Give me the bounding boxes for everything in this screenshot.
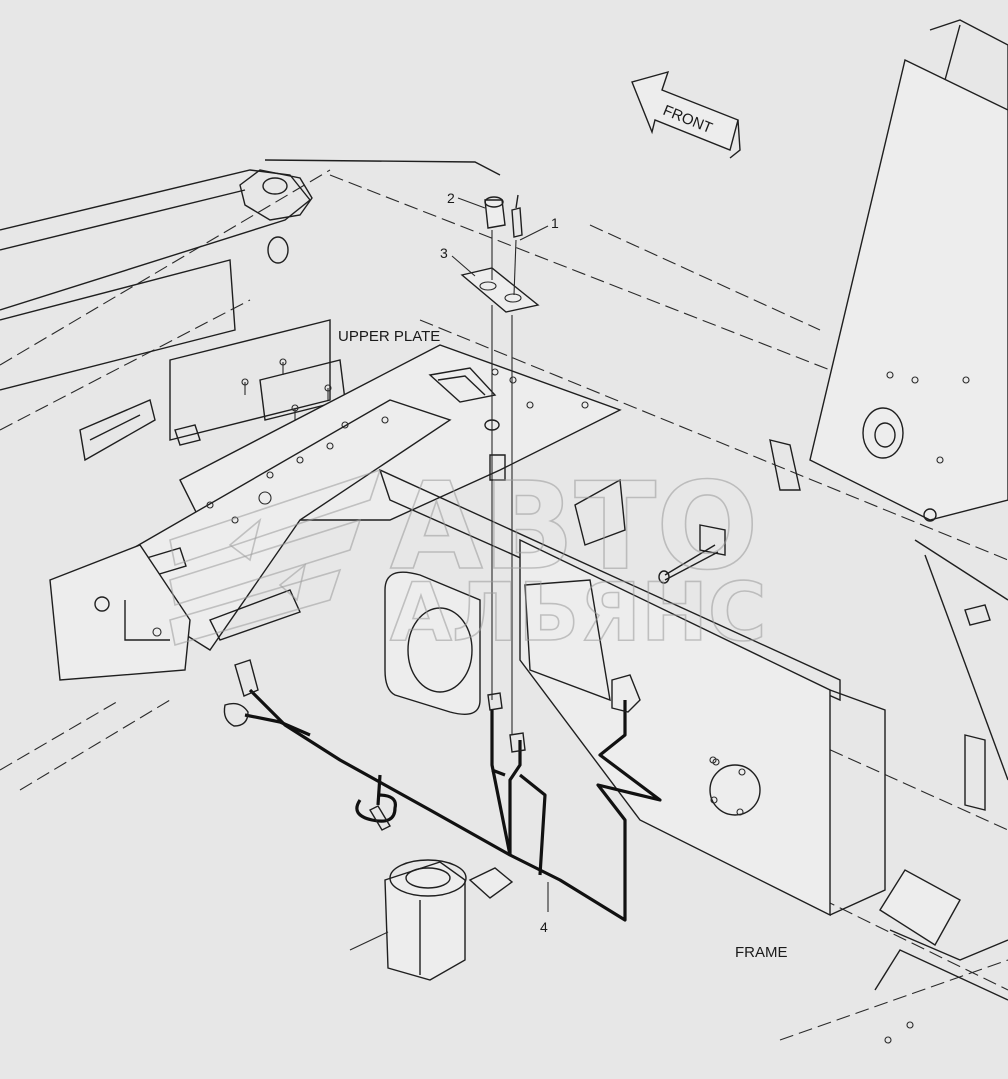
callout-1: 1 — [551, 215, 559, 231]
watermark: АВТО АЛЬЯНС — [169, 457, 767, 660]
wiring-harness — [223, 659, 662, 922]
canister-component — [349, 859, 514, 981]
callout-4: 4 — [540, 919, 548, 935]
left-upper-beam — [0, 159, 501, 391]
switch-assembly — [451, 194, 549, 912]
frame-left-body — [79, 319, 346, 462]
watermark-line2: АЛЬЯНС — [390, 566, 767, 659]
frame-center-box — [378, 468, 886, 917]
frame-label: FRAME — [735, 944, 788, 961]
right-upright-panel — [574, 19, 1008, 811]
upper-plate-label: UPPER PLATE — [338, 328, 440, 345]
callout-3: 3 — [440, 245, 448, 261]
lower-right-bracket — [874, 869, 1008, 1044]
callout-2: 2 — [447, 190, 455, 206]
front-direction-arrow: FRONT — [631, 70, 741, 159]
watermark-logo — [169, 468, 382, 647]
left-bracket — [49, 544, 191, 681]
watermark-line1: АВТО — [390, 458, 758, 597]
